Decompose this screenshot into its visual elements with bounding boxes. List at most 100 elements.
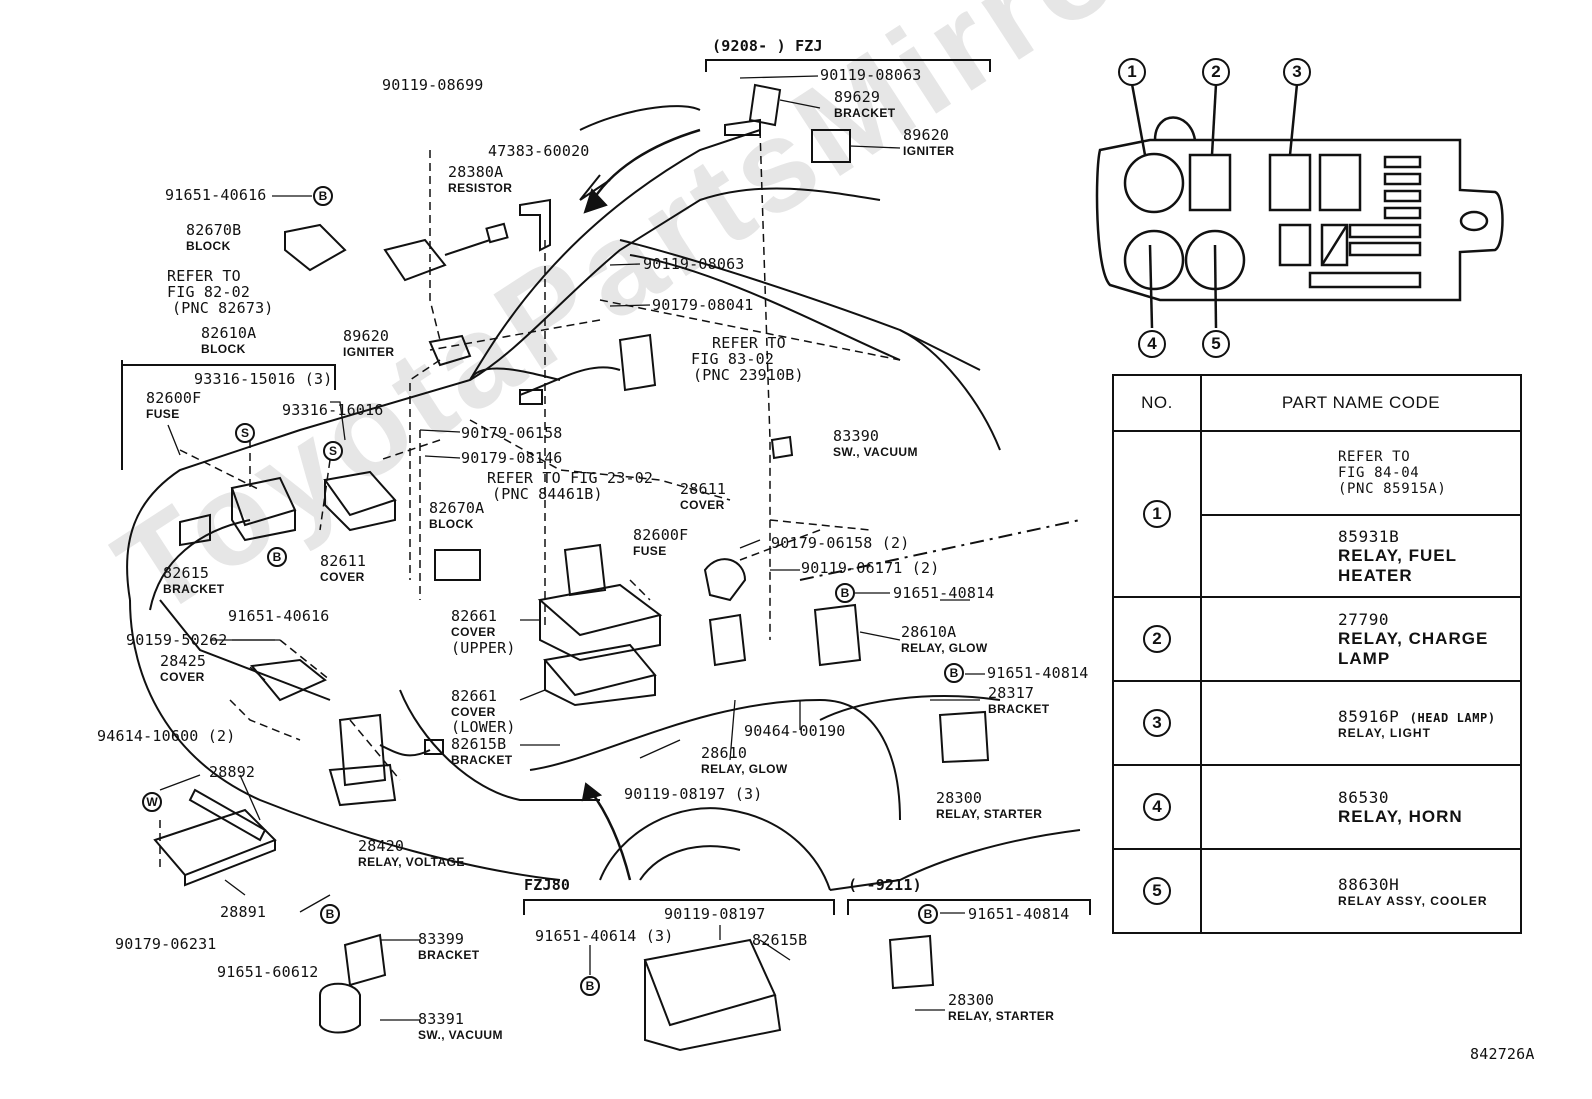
table-cell-reference: REFER TO FIG 84-04 (PNC 85915A) <box>1200 430 1522 516</box>
part-label: 91651-40814 <box>968 905 1070 923</box>
symbol-w: W <box>142 792 162 812</box>
symbol-b: B <box>944 663 964 683</box>
part-label: 91651-40616 <box>228 607 330 625</box>
part-label: 91651-40814 <box>893 584 995 602</box>
symbol-s: S <box>323 441 343 461</box>
part-label: 91651-60612 <box>217 963 319 981</box>
part-name: RELAY, HORN <box>1338 806 1463 826</box>
part-label: 91651-40614 (3) <box>535 927 674 945</box>
part-label: 90119-08063 <box>820 66 922 84</box>
part-label: 90159-50262 <box>126 631 228 649</box>
relay-box-callout-2: 2 <box>1202 58 1230 86</box>
part-code: 27790 <box>1338 609 1390 629</box>
table-cell-part: 27790 RELAY, CHARGE LAMP <box>1200 596 1522 682</box>
part-label: 90119-08063 <box>643 255 745 273</box>
table-cell-part: 86530 RELAY, HORN <box>1200 764 1522 850</box>
relay-box-callout-1: 1 <box>1118 58 1146 86</box>
table-cell-no: 1 <box>1112 430 1202 598</box>
symbol-b: B <box>320 904 340 924</box>
symbol-b: B <box>313 186 333 206</box>
part-name: RELAY, CHARGE LAMP <box>1338 628 1489 668</box>
symbol-b: B <box>267 547 287 567</box>
table-row: 85931B RELAY, FUEL HEATER <box>1113 514 1522 598</box>
table-cell-no: 5 <box>1112 848 1202 934</box>
part-label: 90179-06158 <box>461 424 563 442</box>
table-header-part-name-code: PART NAME CODE <box>1200 374 1522 432</box>
relay-box-callout-3: 3 <box>1283 58 1311 86</box>
part-label: 90179-08146 <box>461 449 563 467</box>
part-code-note: (HEAD LAMP) <box>1409 710 1496 725</box>
row-number-circle: 5 <box>1143 877 1171 905</box>
part-code: 85916P (HEAD LAMP) <box>1338 706 1496 726</box>
group-label-fzj80: FZJ80 <box>524 876 571 894</box>
part-name: RELAY, LIGHT <box>1338 725 1431 740</box>
part-label: REFER TO <box>167 267 241 285</box>
reference-line: REFER TO <box>1338 449 1411 465</box>
part-label: 91651-40616 <box>165 186 267 204</box>
table-cell-no: 3 <box>1112 680 1202 766</box>
vehicle-body-outline <box>126 105 1081 891</box>
symbol-b: B <box>918 904 938 924</box>
part-label: (UPPER) <box>451 639 516 657</box>
part-code: 88630H <box>1338 874 1400 894</box>
table-header-row: NO. PART NAME CODE <box>1112 374 1522 432</box>
part-label: (PNC 23910B) <box>693 366 804 384</box>
part-label: 90179-06231 <box>115 935 217 953</box>
table-row: 5 88630H RELAY ASSY, COOLER <box>1112 848 1522 934</box>
part-code: 86530 <box>1338 787 1390 807</box>
table-row: 4 86530 RELAY, HORN <box>1112 764 1522 850</box>
part-label: 90464-00190 <box>744 722 846 740</box>
row-number-circle: 4 <box>1143 793 1171 821</box>
part-sketches <box>153 83 990 1052</box>
part-name: RELAY ASSY, COOLER <box>1338 893 1488 908</box>
row-number-circle: 1 <box>1143 500 1171 528</box>
table-cell-part: 85916P (HEAD LAMP) RELAY, LIGHT <box>1200 680 1522 766</box>
relay-box-outline <box>1095 83 1504 329</box>
table-cell-part: 85931B RELAY, FUEL HEATER <box>1200 514 1522 598</box>
part-label: 93316-15016 (3) <box>194 370 333 388</box>
part-label: 90119-08699 <box>382 76 484 94</box>
part-label: REFER TO <box>712 334 786 352</box>
group-label-fzj: (9208- ) FZJ <box>712 37 823 55</box>
part-label: 90179-06158 (2) <box>771 534 910 552</box>
part-label: (PNC 84461B) <box>492 485 603 503</box>
part-label: REFER TO FIG 23-02 <box>487 469 654 487</box>
part-label: FIG 83-02 <box>691 350 775 368</box>
reference-line: (PNC 85915A) <box>1338 481 1447 497</box>
figure-id: 842726A <box>1470 1045 1535 1063</box>
symbol-s: S <box>235 423 255 443</box>
part-label: 90119-06171 (2) <box>801 559 940 577</box>
row-number-circle: 3 <box>1143 709 1171 737</box>
table-row: 1 REFER TO FIG 84-04 (PNC 85915A) <box>1112 430 1522 598</box>
part-label: 90119-08197 <box>664 905 766 923</box>
part-code: 85931B <box>1338 526 1400 546</box>
group-label-to-9211: ( -9211) <box>848 876 922 894</box>
table-row: 3 85916P (HEAD LAMP) RELAY, LIGHT <box>1112 680 1522 766</box>
part-label: 47383-60020 <box>488 142 590 160</box>
part-name: RELAY, FUEL HEATER <box>1338 545 1457 585</box>
table-cell-no: 4 <box>1112 764 1202 850</box>
part-label: FIG 82-02 <box>167 283 251 301</box>
reference-line: FIG 84-04 <box>1338 465 1420 481</box>
